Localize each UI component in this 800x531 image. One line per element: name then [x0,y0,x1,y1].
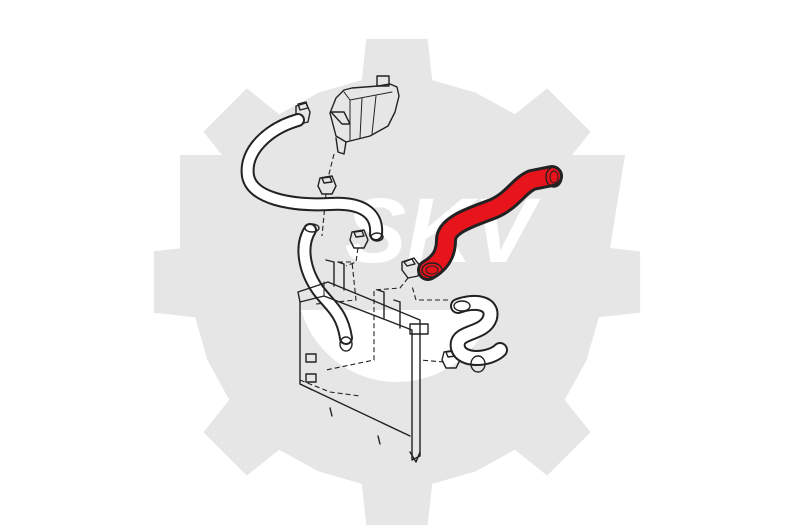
expansion-tank [329,75,400,155]
skv-watermark-logo: SKV [153,38,641,526]
tank-overflow-hose [240,113,384,242]
hose-clamp [317,175,337,195]
hose-clamp [349,229,369,249]
lower-radiator-hose [449,294,508,373]
radiator [297,259,429,463]
bypass-hose [297,223,353,352]
hose-clamp [401,257,421,279]
upper-radiator-hose [417,165,563,281]
